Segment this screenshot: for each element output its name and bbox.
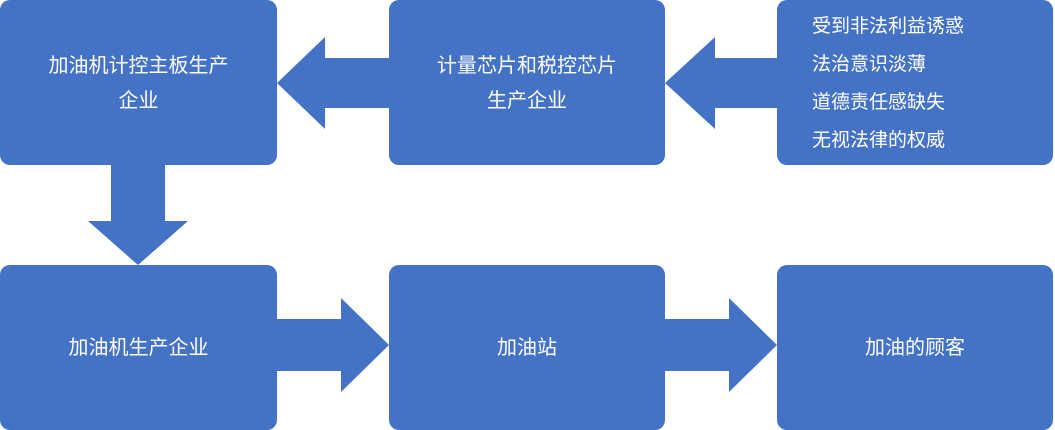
node-gas-station-label: 加油站 [497,335,557,359]
node-controller-maker-line-1: 加油机计控主板生产 [48,52,229,77]
node-customer-label: 加油的顾客 [865,335,965,359]
node-causes: 受到非法利益诱惑 法治意识淡薄 道德责任感缺失 无视法律的权威 [777,0,1053,165]
node-chip-maker-line-1: 计量芯片和税控芯片 [437,52,617,77]
node-controller-maker: 加油机计控主板生产 企业 [0,0,277,165]
node-chip-maker: 计量芯片和税控芯片 生产企业 [389,0,665,165]
node-chip-maker-line-2: 生产企业 [487,87,567,112]
cause-item: 受到非法利益诱惑 [812,14,965,37]
node-gas-station: 加油站 [389,265,665,430]
node-dispenser-maker: 加油机生产企业 [0,265,277,430]
arrow-gas-station-to-customer [665,298,777,392]
node-customer: 加油的顾客 [777,265,1053,430]
node-dispenser-maker-label: 加油机生产企业 [68,335,209,359]
cause-item: 道德责任感缺失 [812,90,946,113]
arrow-dispenser-maker-to-gas-station [277,298,389,392]
arrow-causes-to-chip-maker [665,37,777,129]
arrow-controller-maker-to-dispenser-maker [88,165,188,265]
arrow-chip-maker-to-controller-maker [277,37,389,129]
node-controller-maker-line-2: 企业 [118,87,159,112]
cause-item: 法治意识淡薄 [812,52,927,75]
causes-list: 受到非法利益诱惑 法治意识淡薄 道德责任感缺失 无视法律的权威 [812,7,964,159]
cause-item: 无视法律的权威 [812,128,946,151]
